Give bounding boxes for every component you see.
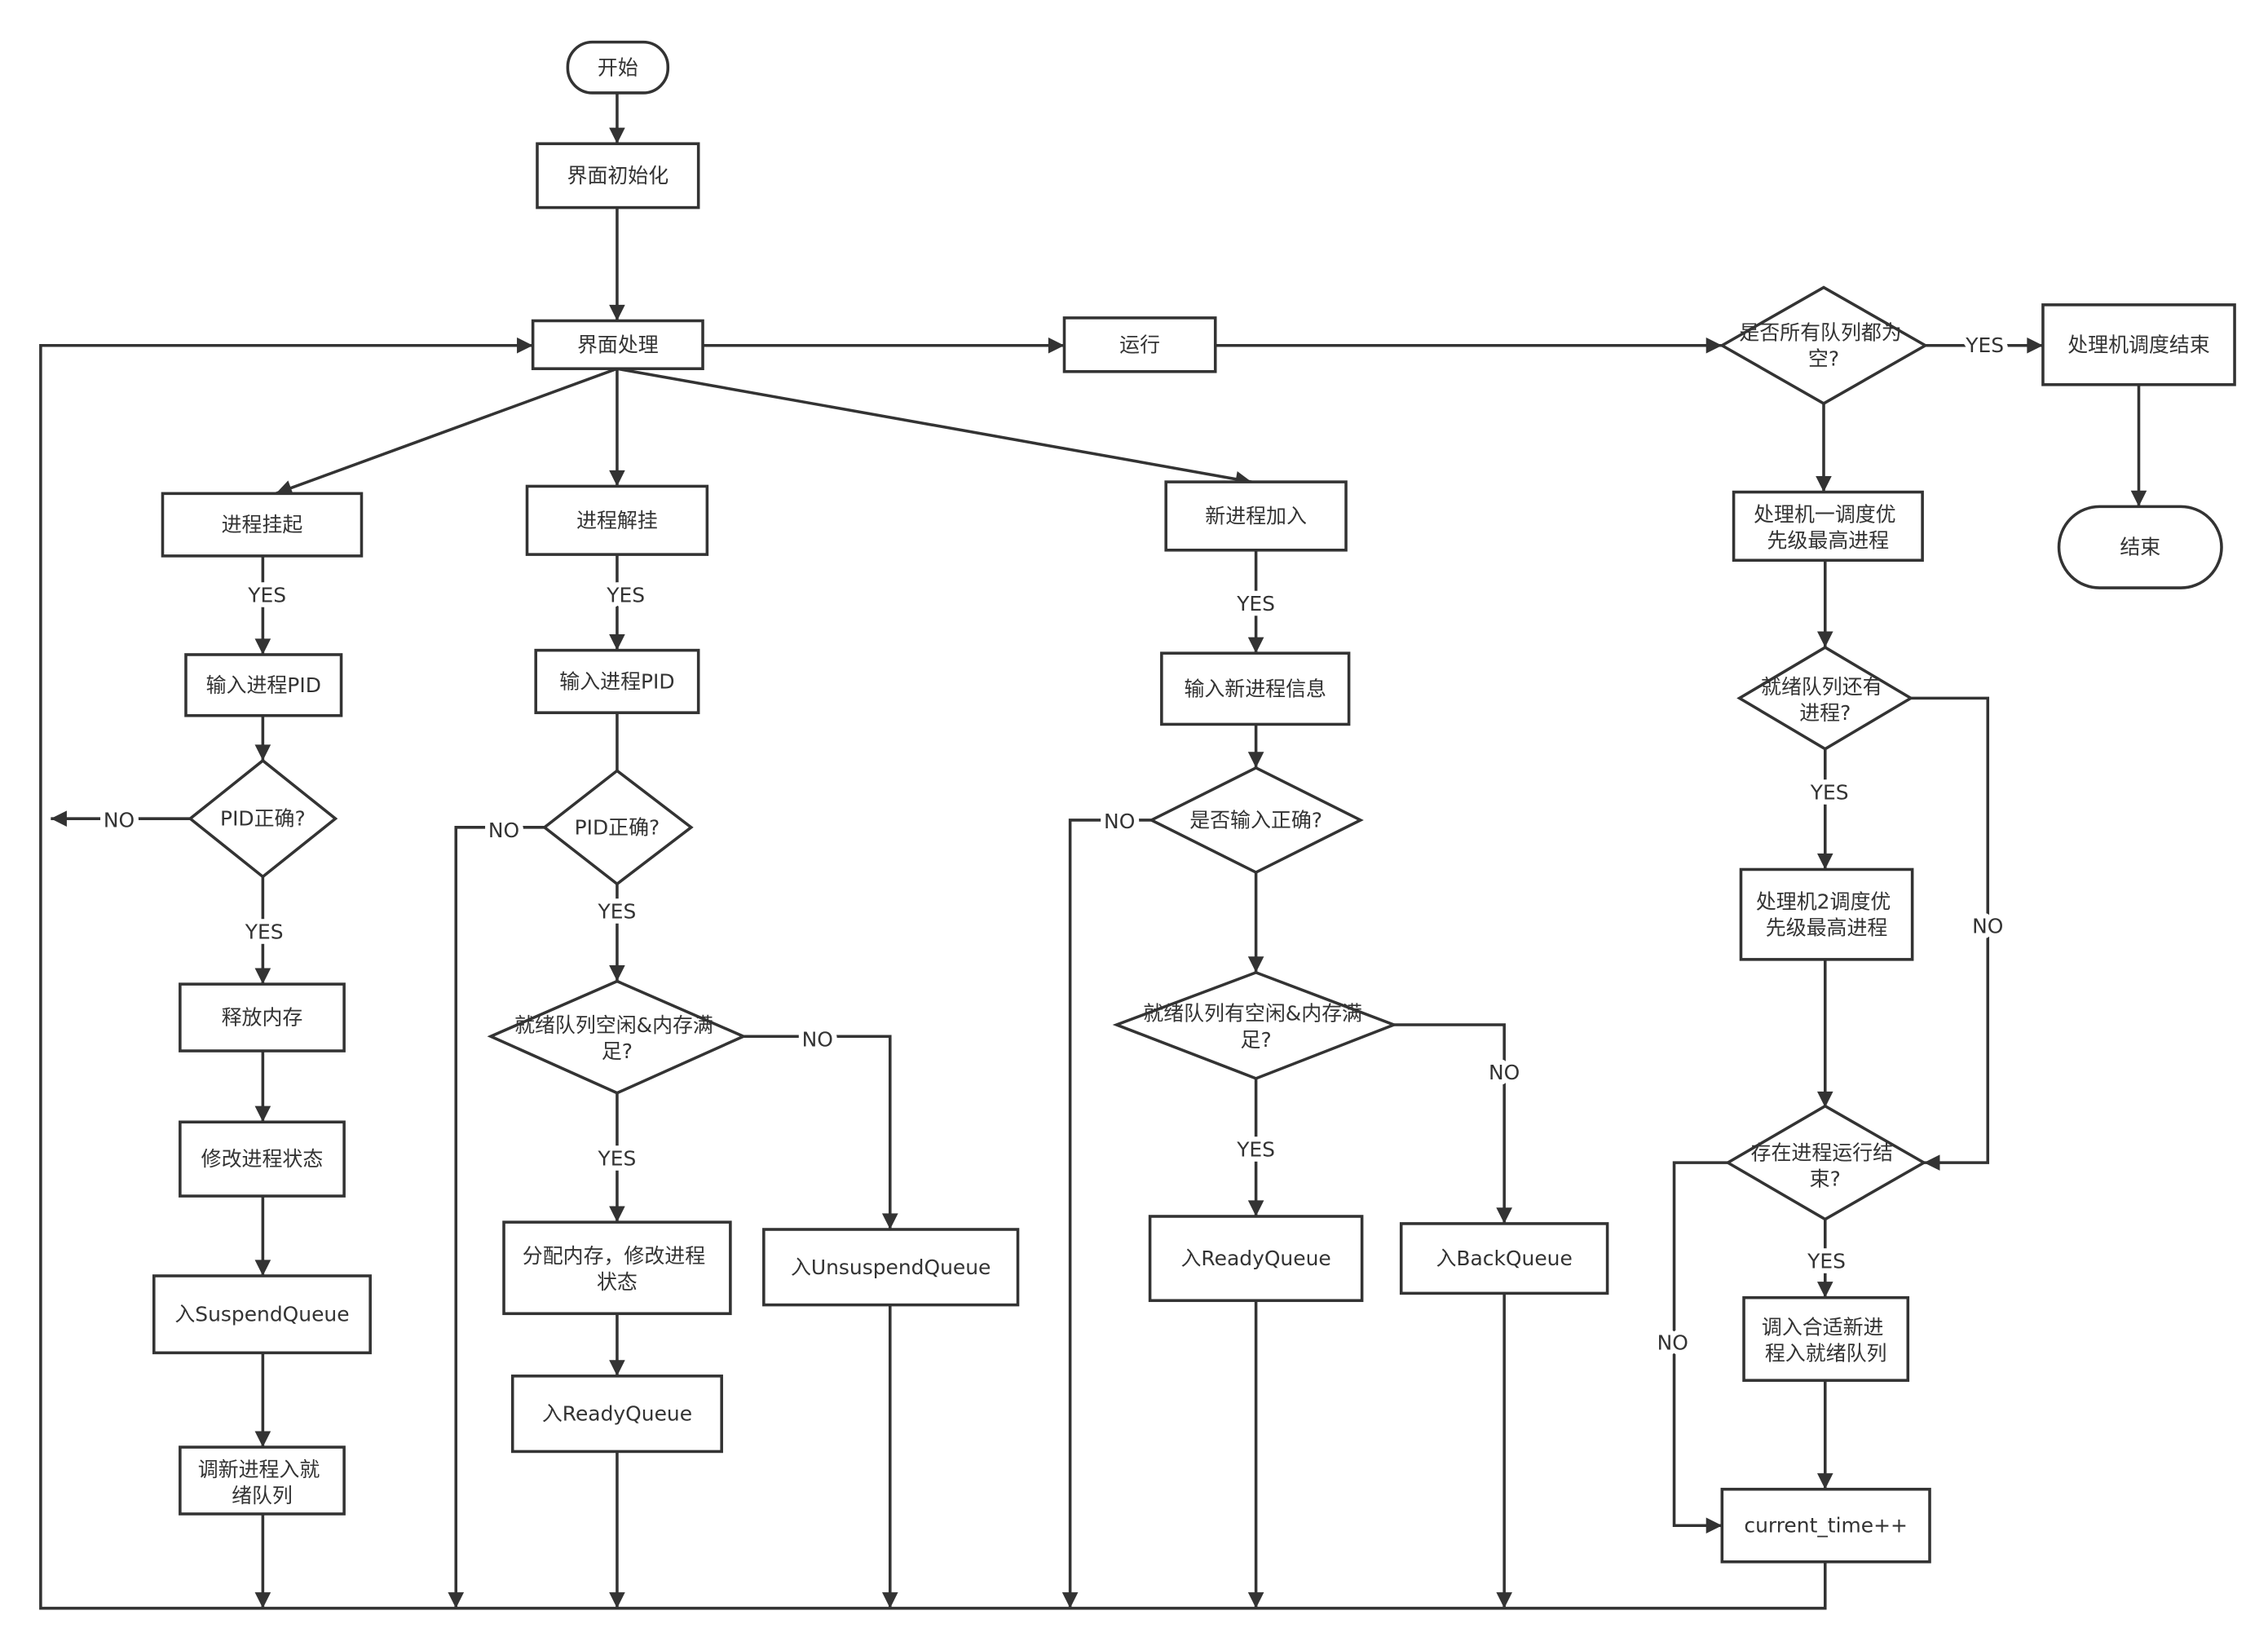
unsuspend-label: 进程解挂 — [576, 509, 658, 532]
edges — [39, 92, 2147, 1610]
unsuspend-ready-memory-decision: 就绪队列空闲&内存满 足? — [487, 979, 748, 1095]
cpu1-schedule-process: 处理机一调度优 先级最高进程 — [1732, 490, 1924, 563]
load-new-process-label: 调入合适新进 程入就绪队列 — [1762, 1315, 1891, 1365]
load-new-to-ready-label: 调新进程入就 绪队列 — [198, 1457, 327, 1507]
edge-labels: YES YES NO YES NO YES NO YES YES NO YES … — [99, 329, 2010, 1360]
suspend-label: 进程挂起 — [222, 513, 303, 536]
suspend-pid-ok-decision: PID正确? — [188, 758, 338, 879]
edge-label-yes: YES — [598, 1146, 637, 1170]
load-new-to-ready-process: 调新进程入就 绪队列 — [179, 1445, 346, 1516]
input-ok-label: 是否输入正确? — [1189, 808, 1322, 832]
free-memory-process: 释放内存 — [179, 982, 346, 1052]
time-increment-label: current_time++ — [1744, 1514, 1907, 1538]
unsuspend-input-pid-process: 输入进程PID — [534, 648, 700, 714]
edge-label-no: NO — [1657, 1330, 1688, 1354]
input-new-process-info-process: 输入新进程信息 — [1160, 651, 1351, 726]
modify-state-process: 修改进程状态 — [179, 1120, 346, 1198]
end-label: 结束 — [2120, 536, 2160, 559]
edge-label-yes: YES — [247, 583, 286, 607]
ui-process-label: 界面处理 — [577, 333, 659, 356]
suspend-process: 进程挂起 — [161, 492, 364, 558]
edge-loop-back-to-process — [39, 337, 1827, 1610]
allocate-memory-label: 分配内存，修改进程 状态 — [523, 1244, 712, 1294]
edge-process-to-new — [616, 367, 1252, 488]
enter-back-queue-label: 入BackQueue — [1436, 1247, 1572, 1270]
start-label: 开始 — [598, 55, 638, 79]
edge-finished-no-to-time — [1672, 1161, 1728, 1534]
edge-label-no: NO — [104, 808, 135, 832]
allocate-memory-process: 分配内存，修改进程 状态 — [502, 1220, 732, 1316]
new-process-process: 新进程加入 — [1164, 480, 1348, 552]
edge-label-yes: YES — [245, 920, 284, 944]
edge-label-yes: YES — [1807, 1250, 1846, 1273]
free-memory-label: 释放内存 — [222, 1006, 303, 1030]
new-ready-queue-process: 入ReadyQueue — [1148, 1215, 1364, 1303]
edge-label-no: NO — [802, 1027, 833, 1051]
enter-suspend-queue-label: 入SuspendQueue — [174, 1303, 349, 1326]
run-process: 运行 — [1062, 316, 1217, 373]
ready-queue-has-process-decision: 就绪队列还有 进程? — [1736, 645, 1914, 751]
edge-label-no: NO — [1489, 1061, 1520, 1084]
ui-process-process: 界面处理 — [531, 319, 704, 371]
unsuspend-ready-queue-label: 入ReadyQueue — [542, 1402, 692, 1426]
edge-label-no: NO — [1972, 914, 2003, 938]
new-process-label: 新进程加入 — [1205, 504, 1307, 527]
enter-suspend-queue-process: 入SuspendQueue — [152, 1274, 372, 1355]
suspend-input-pid-process: 输入进程PID — [184, 653, 343, 717]
edge-unsuspend-mem-no — [743, 1035, 898, 1230]
all-queues-empty-decision: 是否所有队列都为 空? — [1719, 285, 1929, 406]
edge-input-no — [1061, 819, 1152, 1608]
load-new-process-process: 调入合适新进 程入就绪队列 — [1742, 1295, 1910, 1382]
unsuspend-pid-ok-label: PID正确? — [575, 815, 660, 839]
edge-label-no: NO — [1104, 810, 1135, 833]
process-finished-decision: 存在进程运行结 束? — [1724, 1104, 1927, 1221]
input-ok-decision: 是否输入正确? — [1148, 766, 1364, 875]
edge-label-yes: YES — [1236, 592, 1275, 616]
cpu2-schedule-label: 处理机2调度优 先级最高进程 — [1756, 889, 1897, 939]
enter-back-queue-process: 入BackQueue — [1399, 1222, 1609, 1295]
scheduling-end-process: 处理机调度结束 — [2041, 303, 2236, 386]
end-terminal: 结束 — [2057, 505, 2223, 589]
nodes: 开始 界面初始化 界面处理 运行 是否所有队列都为 空? 处理机调度结束 — [152, 40, 2236, 1564]
edge-label-yes: YES — [1810, 781, 1849, 805]
cpu2-schedule-process: 处理机2调度优 先级最高进程 — [1739, 867, 1914, 961]
start-terminal: 开始 — [566, 40, 670, 95]
edge-label-yes: YES — [1236, 1138, 1275, 1162]
unsuspend-pid-ok-decision: PID正确? — [541, 769, 694, 886]
unsuspend-process: 进程解挂 — [525, 484, 709, 556]
input-new-process-info-label: 输入新进程信息 — [1184, 677, 1326, 700]
edge-label-yes: YES — [598, 900, 637, 924]
ready-queue-has-process-label: 就绪队列还有 进程? — [1761, 675, 1890, 725]
ui-init-process: 界面初始化 — [536, 142, 700, 210]
edge-ready-no-to-finished-check — [1910, 696, 1990, 1171]
suspend-pid-ok-label: PID正确? — [220, 807, 306, 831]
modify-state-label: 修改进程状态 — [201, 1147, 324, 1171]
new-ready-memory-decision: 就绪队列有空闲&内存满 足? — [1112, 970, 1398, 1080]
all-queues-empty-label: 是否所有队列都为 空? — [1739, 320, 1908, 370]
cpu1-schedule-label: 处理机一调度优 先级最高进程 — [1754, 502, 1902, 552]
enter-unsuspend-queue-label: 入UnsuspendQueue — [791, 1255, 991, 1279]
edge-label-no: NO — [488, 819, 519, 842]
suspend-input-pid-label: 输入进程PID — [206, 673, 321, 697]
edge-label-yes: YES — [1965, 333, 2004, 357]
edge-unsuspend-pid-no — [448, 826, 545, 1608]
process-finished-label: 存在进程运行结 束? — [1751, 1141, 1900, 1190]
enter-unsuspend-queue-process: 入UnsuspendQueue — [762, 1228, 1020, 1307]
new-ready-queue-label: 入ReadyQueue — [1181, 1247, 1331, 1270]
edge-label-yes: YES — [606, 583, 645, 607]
scheduling-end-label: 处理机调度结束 — [2067, 333, 2210, 356]
ui-init-label: 界面初始化 — [567, 164, 669, 188]
edge-new-mem-no — [1393, 1023, 1512, 1224]
time-increment-process: current_time++ — [1720, 1487, 1931, 1564]
new-ready-memory-label: 就绪队列有空闲&内存满 足? — [1143, 1001, 1369, 1051]
edge-process-to-suspend — [275, 367, 618, 496]
unsuspend-ready-queue-process: 入ReadyQueue — [510, 1375, 723, 1454]
unsuspend-ready-memory-label: 就绪队列空闲&内存满 足? — [514, 1013, 720, 1062]
run-label: 运行 — [1119, 333, 1160, 356]
unsuspend-input-pid-label: 输入进程PID — [559, 669, 674, 693]
